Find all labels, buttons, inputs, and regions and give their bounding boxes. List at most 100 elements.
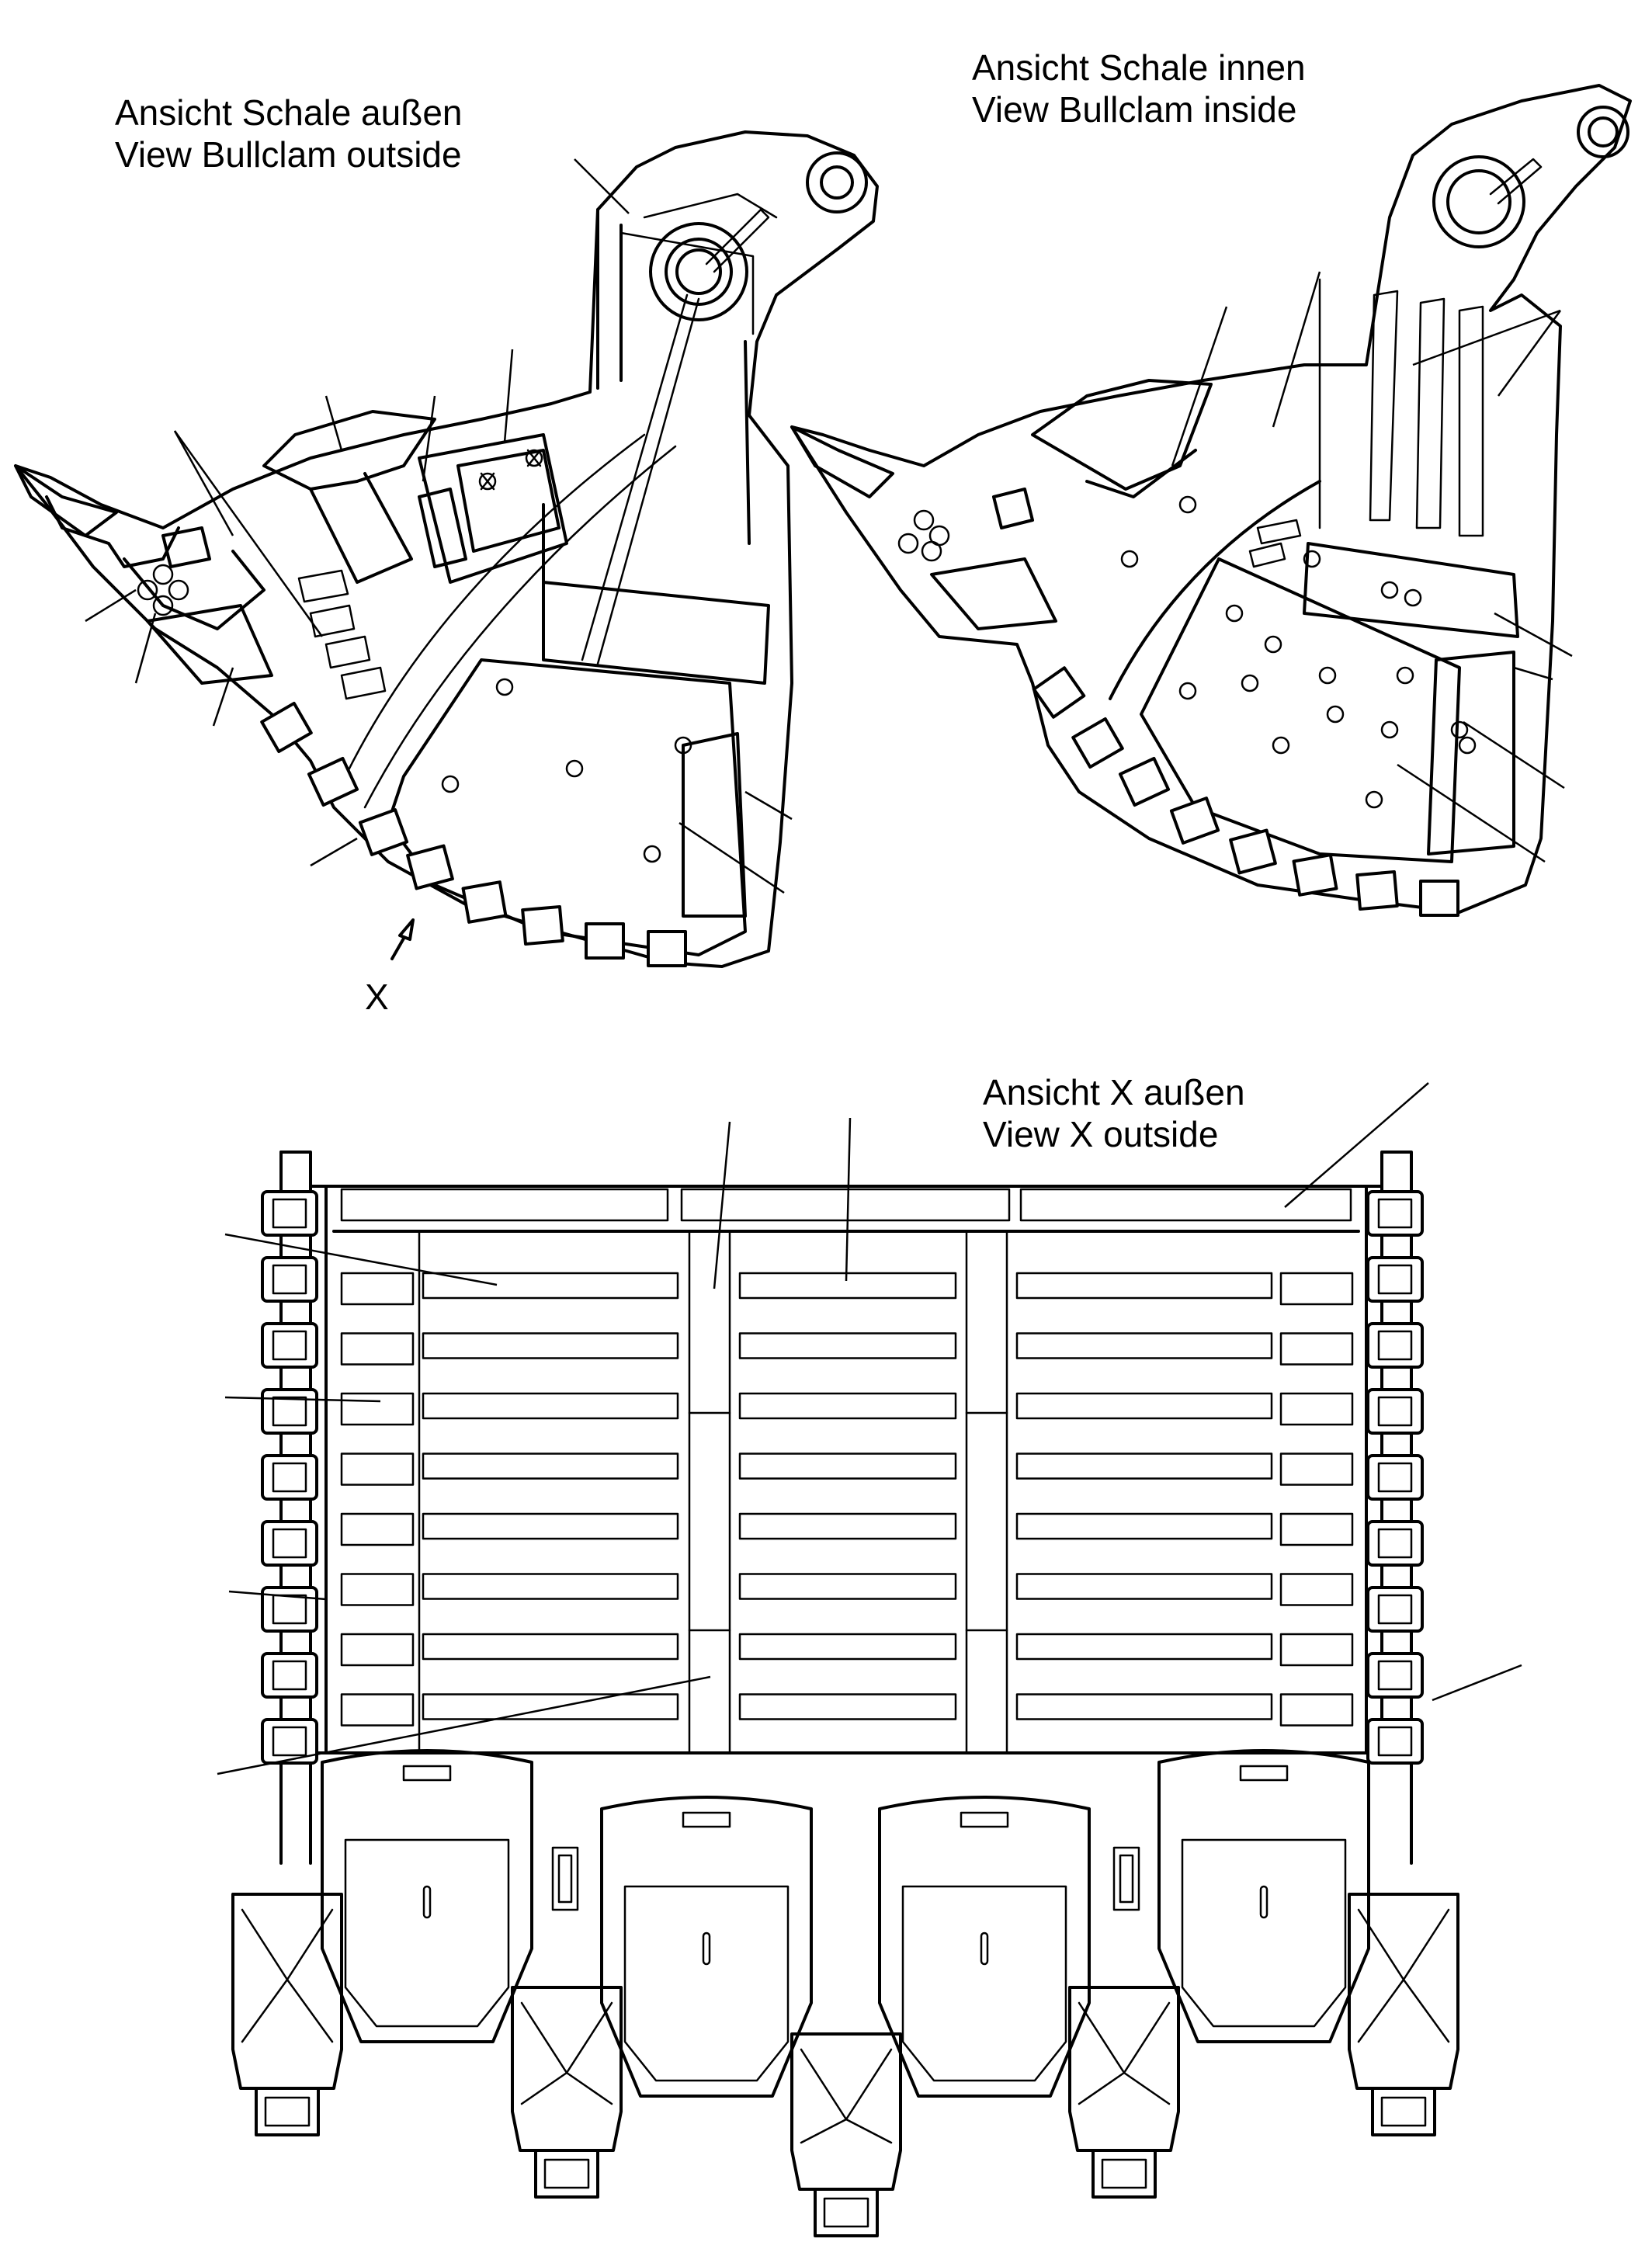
side-lug-inner bbox=[1377, 1726, 1413, 1757]
small-pad bbox=[1279, 1453, 1354, 1486]
small-pad bbox=[340, 1332, 415, 1366]
wear-bar bbox=[1015, 1453, 1273, 1480]
wear-bar bbox=[422, 1633, 679, 1661]
wear-bar bbox=[1015, 1573, 1273, 1600]
view-title-x-de: Ansicht X außen bbox=[983, 1072, 1245, 1112]
small-pad bbox=[340, 1573, 415, 1606]
wear-bar bbox=[422, 1453, 679, 1480]
tooth-body bbox=[790, 2032, 902, 2191]
view-title-inside: Ansicht Schale innen View Bullclam insid… bbox=[972, 47, 1306, 130]
side-lug bbox=[1366, 1718, 1424, 1765]
side-lug bbox=[1366, 1586, 1424, 1633]
adapter-clip bbox=[682, 1811, 731, 1828]
wear-bar bbox=[422, 1392, 679, 1420]
wear-bar bbox=[1015, 1392, 1273, 1420]
small-pad bbox=[1279, 1332, 1354, 1366]
side-lug bbox=[261, 1454, 318, 1501]
view-title-outside-en: View Bullclam outside bbox=[115, 134, 462, 175]
wear-bar bbox=[422, 1573, 679, 1600]
side-lug bbox=[261, 1520, 318, 1567]
side-lug bbox=[261, 1190, 318, 1237]
adapter-body bbox=[600, 1796, 813, 2098]
side-lug-inner bbox=[272, 1198, 307, 1229]
side-lug bbox=[1366, 1322, 1424, 1369]
side-lug bbox=[1366, 1256, 1424, 1303]
view-title-inside-de: Ansicht Schale innen bbox=[972, 47, 1306, 88]
side-lug-inner bbox=[1377, 1198, 1413, 1229]
side-lug-inner bbox=[272, 1726, 307, 1757]
side-lugs bbox=[261, 1190, 1424, 1765]
wear-bar bbox=[738, 1573, 957, 1600]
side-lug bbox=[1366, 1652, 1424, 1699]
small-pad bbox=[340, 1453, 415, 1486]
wear-bar bbox=[1015, 1693, 1273, 1720]
small-pad bbox=[1279, 1392, 1354, 1426]
side-lug-inner bbox=[1377, 1462, 1413, 1493]
adapter-pin bbox=[702, 1931, 711, 1966]
view-x-marker: X bbox=[365, 977, 389, 1017]
small-pad bbox=[340, 1392, 415, 1426]
adapter-clip bbox=[960, 1811, 1009, 1828]
bullclam-outside-view: X bbox=[14, 130, 879, 1017]
view-title-x-en: View X outside bbox=[983, 1114, 1219, 1154]
wear-bar bbox=[738, 1512, 957, 1540]
tooth-tip bbox=[534, 2149, 599, 2199]
adapter-clip bbox=[402, 1765, 452, 1782]
small-pad bbox=[1279, 1272, 1354, 1306]
view-title-outside: Ansicht Schale außen View Bullclam outsi… bbox=[115, 92, 463, 175]
small-pad bbox=[340, 1272, 415, 1306]
wear-bar bbox=[422, 1332, 679, 1359]
side-lug bbox=[261, 1652, 318, 1699]
small-pad bbox=[1279, 1693, 1354, 1727]
small-pad bbox=[1279, 1633, 1354, 1667]
side-lug-inner bbox=[1377, 1660, 1413, 1691]
side-lug-inner bbox=[272, 1396, 307, 1427]
adapter-pin bbox=[422, 1885, 432, 1919]
tooth-tip bbox=[255, 2087, 320, 2136]
wear-bar bbox=[1015, 1512, 1273, 1540]
side-lug bbox=[261, 1388, 318, 1435]
wear-bar bbox=[1015, 1332, 1273, 1359]
tooth-body bbox=[231, 1893, 343, 2090]
wear-bar bbox=[738, 1633, 957, 1661]
tooth-bracing bbox=[520, 2001, 613, 2105]
wear-bar bbox=[422, 1272, 679, 1300]
tooth-tip-inner bbox=[823, 2197, 869, 2228]
view-title-outside-de: Ansicht Schale außen bbox=[115, 92, 463, 133]
side-lug-inner bbox=[272, 1660, 307, 1691]
tooth-tip bbox=[1371, 2087, 1436, 2136]
wear-bar bbox=[738, 1272, 957, 1300]
small-pad bbox=[340, 1512, 415, 1546]
adapter-nose bbox=[344, 1838, 510, 2028]
wear-bar bbox=[738, 1693, 957, 1720]
side-lug-inner bbox=[272, 1330, 307, 1361]
side-lug bbox=[261, 1256, 318, 1303]
side-lug bbox=[1366, 1190, 1424, 1237]
adapter-body bbox=[878, 1796, 1091, 2098]
side-lug bbox=[261, 1718, 318, 1765]
side-lug-inner bbox=[1377, 1396, 1413, 1427]
side-lug-inner bbox=[1377, 1594, 1413, 1625]
tooth-bracing bbox=[800, 2048, 893, 2144]
wear-bar bbox=[738, 1453, 957, 1480]
adapter-clip bbox=[1239, 1765, 1289, 1782]
bucket-teeth-outside bbox=[260, 701, 687, 967]
side-lug bbox=[261, 1322, 318, 1369]
wear-bar-grid bbox=[340, 1272, 1354, 1727]
side-lug-inner bbox=[1377, 1264, 1413, 1295]
tooth-adapters bbox=[231, 1749, 1459, 2237]
small-pad bbox=[1279, 1512, 1354, 1546]
side-lug-inner bbox=[272, 1264, 307, 1295]
adapter-body bbox=[321, 1749, 533, 2043]
small-pad bbox=[1279, 1573, 1354, 1606]
wear-bar bbox=[1015, 1633, 1273, 1661]
bucket-teeth-inside bbox=[1032, 666, 1459, 917]
small-pad bbox=[340, 1633, 415, 1667]
side-lug bbox=[261, 1586, 318, 1633]
bullclam-inside-view bbox=[790, 84, 1632, 917]
side-lug-inner bbox=[1377, 1528, 1413, 1559]
tooth-tip bbox=[1092, 2149, 1157, 2199]
side-lug bbox=[1366, 1454, 1424, 1501]
small-pad bbox=[340, 1693, 415, 1727]
